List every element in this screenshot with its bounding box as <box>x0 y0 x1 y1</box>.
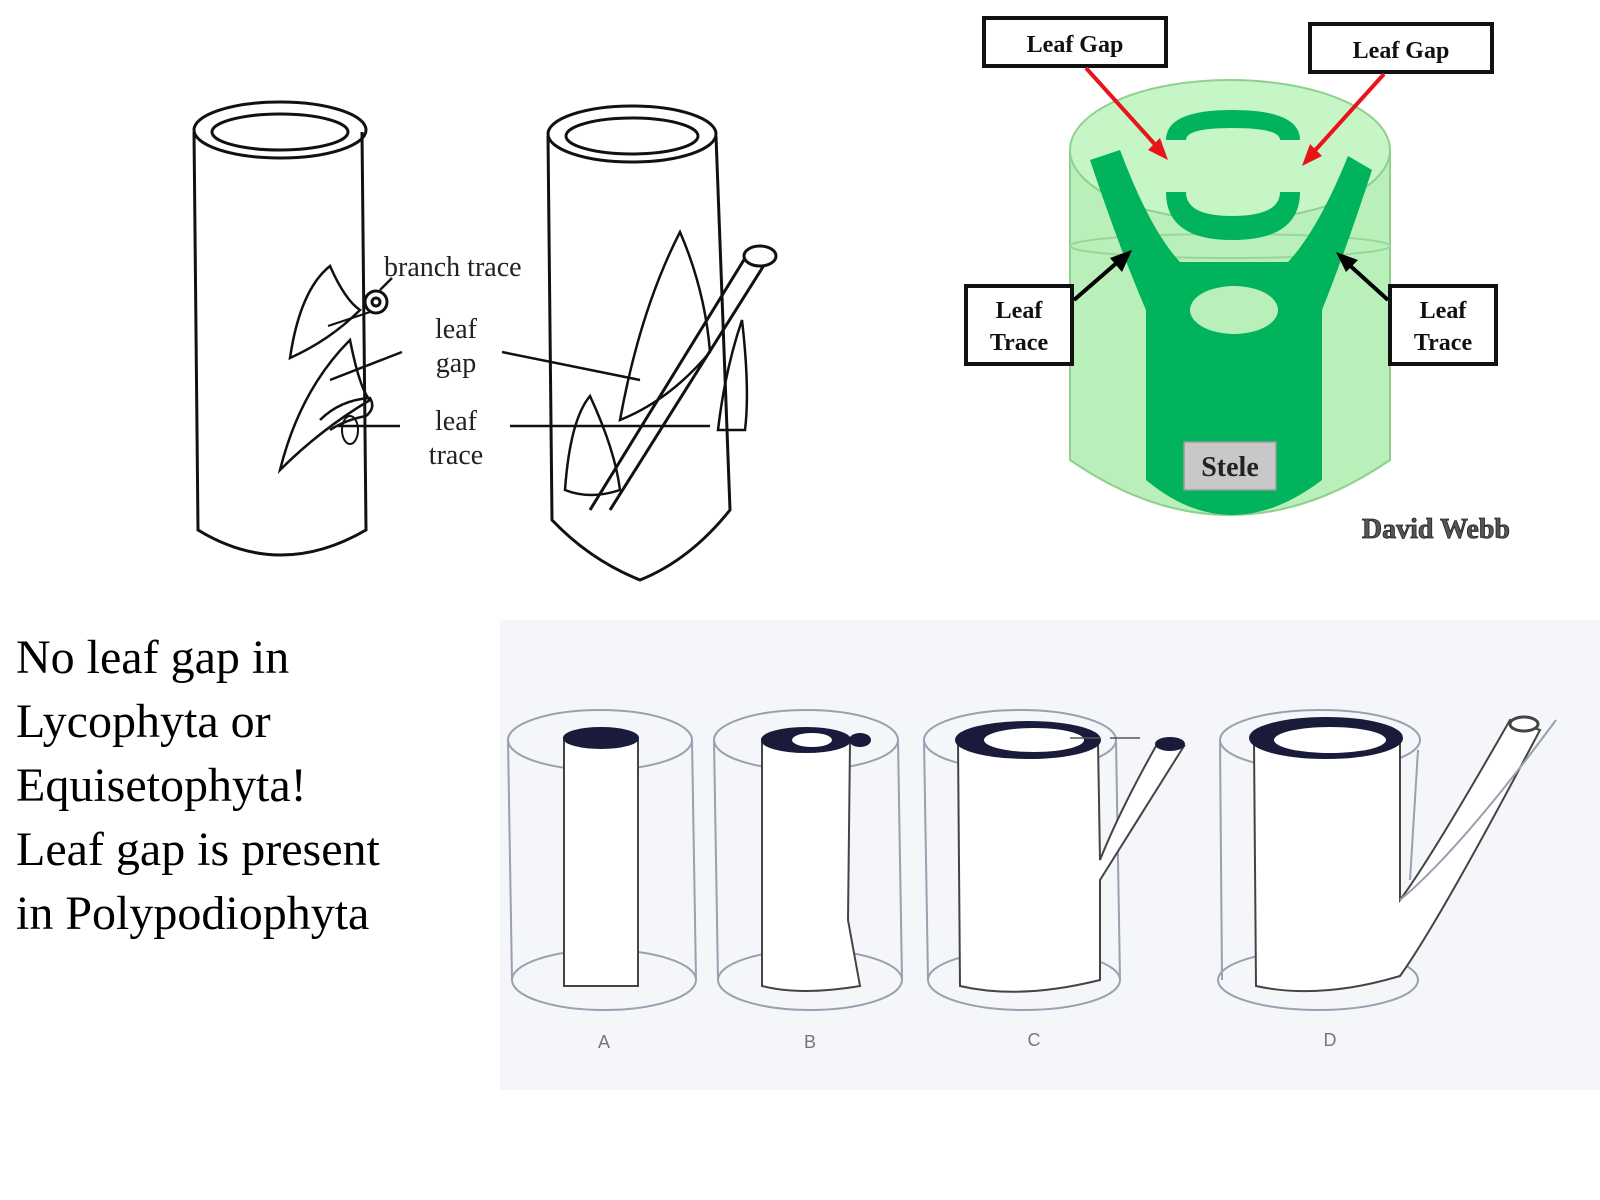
leaf-gap-box-left: Leaf Gap <box>1027 32 1124 58</box>
stele-stages-diagram: A B C D <box>500 620 1600 1090</box>
pointer-lines <box>329 277 710 428</box>
leaf-trace-label-line1: leaf <box>435 406 478 437</box>
leaf-trace-label-line2: trace <box>429 440 483 471</box>
stage-b <box>713 709 903 1011</box>
caption-line-3: Equisetophyta! <box>16 759 307 812</box>
stage-label-d: D <box>1324 1030 1337 1050</box>
leaf-gap-hole <box>1190 286 1278 334</box>
caption-line-2: Lycophyta or <box>16 695 271 748</box>
stele-color-diagram: Stele Leaf Gap Leaf Gap Leaf Trace Leaf … <box>964 10 1550 580</box>
caption-line-5: in Polypodiophyta <box>16 887 370 940</box>
leaf-trace-left-line1: Leaf <box>996 298 1044 324</box>
leaf-gap-box-right: Leaf Gap <box>1353 38 1450 64</box>
caption-line-4: Leaf gap is present <box>16 823 380 876</box>
stage-c <box>923 709 1186 1011</box>
stele-label: Stele <box>1201 452 1259 483</box>
stage-a <box>507 709 697 1011</box>
stage-label-a: A <box>598 1032 610 1052</box>
stage-d <box>1217 709 1557 1011</box>
stele-ring-top <box>1166 110 1300 140</box>
leaf-gap-line-drawing: branch trace leaf gap leaf trace <box>170 90 810 610</box>
caption-line-1: No leaf gap in <box>16 631 290 684</box>
stele-ring-bottom <box>1166 192 1300 240</box>
leaf-gap-arrows <box>1084 66 1386 166</box>
right-stem-cylinder <box>546 104 778 582</box>
stage-label-c: C <box>1028 1030 1041 1050</box>
leaf-gap-label-line1: leaf <box>435 314 478 345</box>
branch-trace-label: branch trace <box>384 252 522 283</box>
leaf-trace-right-line2: Trace <box>1414 330 1473 356</box>
leaf-trace-right-line1: Leaf <box>1420 298 1468 324</box>
leaf-trace-left-line2: Trace <box>990 330 1049 356</box>
caption-text: No leaf gap in Lycophyta or Equisetophyt… <box>16 626 486 946</box>
stage-label-b: B <box>804 1032 816 1052</box>
leaf-trace-arrows <box>1072 250 1390 302</box>
stele-label-box <box>1183 441 1277 491</box>
leaf-gap-label-line2: gap <box>436 348 476 379</box>
left-stem-cylinder <box>192 100 389 557</box>
credit-text: David Webb <box>1362 514 1510 545</box>
